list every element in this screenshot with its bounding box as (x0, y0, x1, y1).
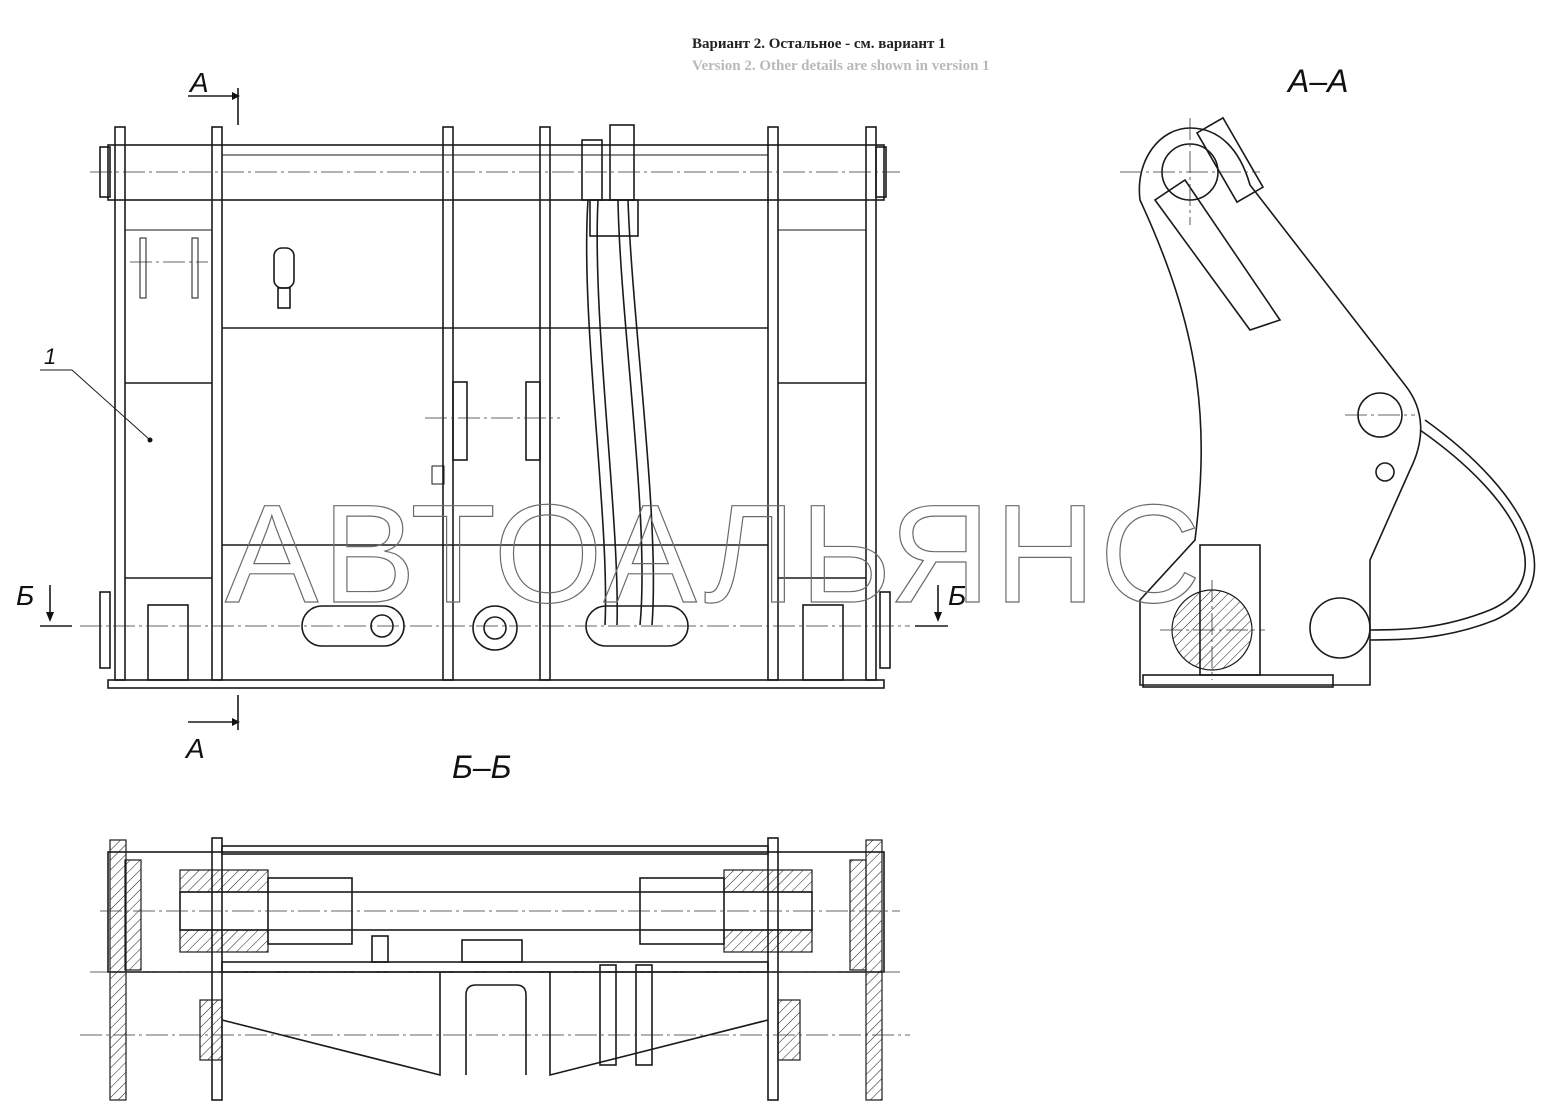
front-view (40, 88, 948, 730)
callout-1-label: 1 (44, 344, 56, 369)
section-bb-label: Б–Б (452, 749, 511, 785)
watermark: АВТОАЛЬЯНС (225, 475, 1205, 632)
cut-b-right-label: Б (948, 580, 966, 611)
section-aa-label: А–А (1286, 63, 1348, 99)
title-english: Version 2. Other details are shown in ve… (692, 58, 990, 74)
title-russian: Вариант 2. Остальное - см. вариант 1 (692, 36, 946, 52)
cut-a-top-label: А (188, 67, 209, 98)
cut-a-bottom-label: А (184, 733, 205, 764)
section-view-bb (80, 837, 910, 1101)
cut-b-left-label: Б (16, 580, 34, 611)
section-view-aa (1120, 116, 1536, 688)
